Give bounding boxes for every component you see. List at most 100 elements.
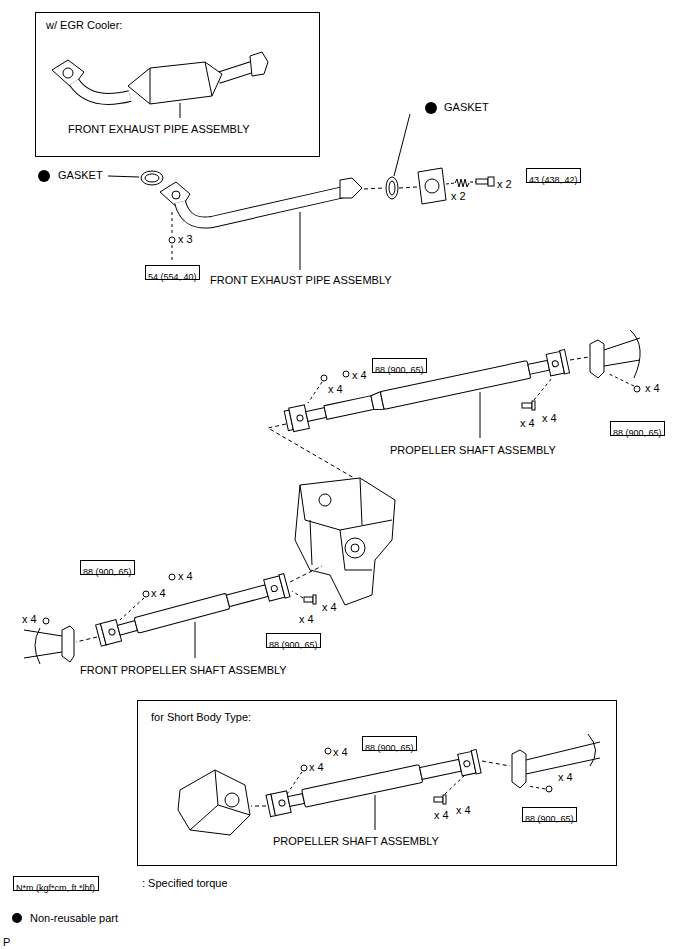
torque-value: 88 (900, 65) xyxy=(363,742,416,755)
quantity-label: x 4 xyxy=(352,369,367,382)
short-body-propeller-shaft xyxy=(463,760,470,767)
quantity-label: x 4 xyxy=(328,383,343,396)
propeller-shaft xyxy=(268,330,640,500)
torque-value: 88 (900, 65) xyxy=(267,639,320,652)
torque-value: 88 (900, 65) xyxy=(81,566,134,579)
front-exhaust-pipe xyxy=(108,176,139,177)
front-propeller-shaft xyxy=(117,621,137,635)
front-exhaust-pipe xyxy=(141,171,163,185)
front-exhaust-pipe xyxy=(470,182,476,183)
front-exhaust-pipe xyxy=(394,114,410,176)
front-exhaust-pipe xyxy=(418,168,446,204)
part-name: PROPELLER SHAFT ASSEMBLY xyxy=(273,835,439,848)
egr-exhaust-pipe xyxy=(218,66,255,78)
propeller-shaft xyxy=(289,405,310,432)
short-body-propeller-shaft xyxy=(178,734,600,835)
part-label: GASKET xyxy=(58,169,103,182)
front-propeller-shaft xyxy=(292,591,303,598)
quantity-label: x 4 xyxy=(151,587,166,600)
quantity-label: x 4 xyxy=(309,761,324,774)
propeller-shaft xyxy=(607,373,634,386)
propeller-shaft xyxy=(522,403,532,408)
short-body-propeller-shaft xyxy=(420,759,462,779)
quantity-label: x 4 xyxy=(434,809,449,822)
front-propeller-shaft xyxy=(100,620,121,645)
short-body-propeller-shaft xyxy=(526,734,600,774)
quantity-label: x 4 xyxy=(322,601,337,614)
legend-sample-box: N*m (kgf*cm, ft.*lbf) xyxy=(13,876,99,891)
front-propeller-shaft xyxy=(76,637,97,642)
part-label: PROPELLER SHAFT ASSEMBLY xyxy=(390,444,556,457)
egr-exhaust-pipe xyxy=(74,82,130,99)
front-exhaust-pipe xyxy=(386,177,398,199)
quantity-label: P xyxy=(3,936,10,949)
front-exhaust-pipe xyxy=(389,181,395,195)
torque-value: 43 (438, 42) xyxy=(527,174,580,187)
short-body-propeller-shaft xyxy=(528,786,545,789)
short-body-propeller-shaft xyxy=(445,774,466,794)
torque-box: 88 (900, 65) xyxy=(362,736,417,751)
propeller-shaft xyxy=(634,386,640,392)
variant-heading: w/ EGR Cooler: xyxy=(46,19,122,32)
front-propeller-shaft xyxy=(43,618,49,624)
front-exhaust-pipe xyxy=(488,177,494,186)
front-propeller-shaft xyxy=(95,574,290,648)
short-body-propeller-shaft xyxy=(301,765,307,771)
legend-text: : Specified torque xyxy=(142,877,228,890)
front-propeller-shaft xyxy=(226,585,268,607)
front-exhaust-pipe xyxy=(108,114,494,270)
propeller-shaft xyxy=(534,378,552,400)
short-body-propeller-shaft xyxy=(271,791,291,816)
egr-exhaust-pipe xyxy=(180,103,181,118)
short-body-propeller-shaft xyxy=(266,749,481,817)
front-propeller-shaft xyxy=(169,574,175,580)
quantity-label: x 2 xyxy=(497,178,512,191)
torque-value: 54 (554, 40) xyxy=(146,271,199,284)
quantity-label: x 2 xyxy=(451,190,466,203)
front-exhaust-pipe xyxy=(180,192,344,223)
variant-frame: w/ EGR Cooler: FRONT EXHAUST PIPE ASSEMBL… xyxy=(35,12,320,157)
front-propeller-shaft xyxy=(120,598,144,620)
short-body-propeller-shaft xyxy=(443,795,446,804)
front-propeller-shaft xyxy=(24,628,62,664)
transmission-housing xyxy=(300,478,392,570)
short-body-propeller-shaft xyxy=(512,750,526,788)
front-exhaust-pipe xyxy=(364,188,384,189)
front-exhaust-pipe xyxy=(399,187,417,188)
torque-value: 88 (900, 65) xyxy=(523,813,576,826)
front-exhaust-pipe xyxy=(172,212,173,236)
torque-box: 88 (900, 65) xyxy=(522,807,577,822)
quantity-label: x 4 xyxy=(456,804,471,817)
legend-text: Non-reusable part xyxy=(30,912,118,925)
egr-exhaust-pipe xyxy=(218,66,255,78)
non-reusable-mark xyxy=(38,170,50,182)
front-propeller-shaft xyxy=(279,574,290,598)
torque-value: 88 (900, 65) xyxy=(611,427,664,440)
front-propeller-shaft xyxy=(313,595,316,604)
egr-exhaust-pipe xyxy=(150,62,212,104)
legend-swatch xyxy=(12,913,22,923)
short-body-propeller-shaft xyxy=(471,749,481,774)
front-propeller-shaft xyxy=(108,628,115,635)
short-body-propeller-shaft xyxy=(190,770,250,830)
transmission-housing xyxy=(351,544,359,552)
short-body-propeller-shaft xyxy=(225,793,239,807)
propeller-shaft xyxy=(480,392,481,438)
propeller-shaft xyxy=(570,357,589,360)
front-propeller-shaft xyxy=(143,591,149,597)
torque-box: 88 (900, 65) xyxy=(610,421,665,436)
quantity-label: x 4 xyxy=(22,613,37,626)
propeller-shaft xyxy=(560,350,570,375)
propeller-shaft xyxy=(532,401,535,410)
front-exhaust-pipe xyxy=(425,179,439,193)
transmission-housing xyxy=(345,538,365,558)
front-propeller-shaft xyxy=(24,574,316,664)
propeller-shaft xyxy=(552,360,559,367)
short-body-propeller-shaft xyxy=(251,806,266,807)
propeller-shaft xyxy=(528,360,550,374)
part-name: FRONT EXHAUST PIPE ASSEMBLY xyxy=(68,123,250,136)
front-propeller-shaft xyxy=(304,597,313,602)
torque-box: 88 (900, 65) xyxy=(266,633,321,648)
quantity-label: x 4 xyxy=(542,412,557,425)
